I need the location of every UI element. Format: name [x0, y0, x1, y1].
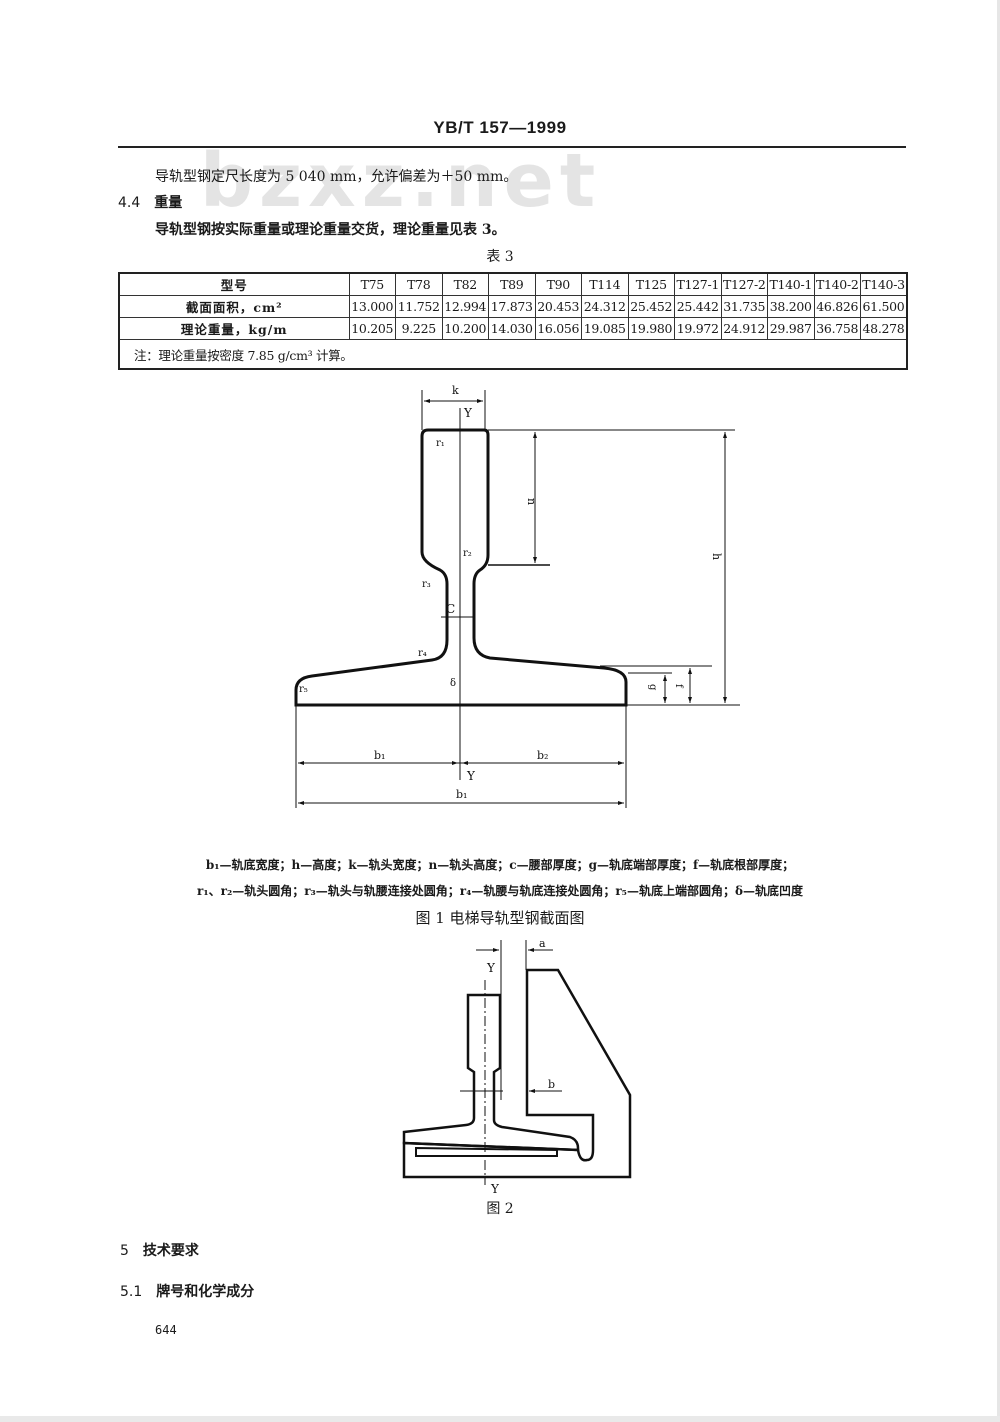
label-k: k — [452, 384, 459, 397]
label-n: n — [525, 498, 538, 505]
value-cell: 19.980 — [627, 317, 675, 340]
label-r1: r₁ — [436, 438, 445, 449]
value-cell: 29.987 — [767, 317, 815, 340]
weight-table: 型号 T75 T78 T82 T89 T90 T114 T125 T127-1 … — [118, 272, 908, 370]
label-c: C — [446, 602, 455, 616]
label-y-top: Y — [463, 406, 473, 420]
row-label: 理论重量，kg/m — [118, 317, 350, 340]
value-cell: 48.278 — [860, 317, 908, 340]
section-title: 技术要求 — [142, 1243, 199, 1259]
label-b1-total: b₁ — [456, 788, 467, 801]
value-cell: 16.056 — [534, 317, 582, 340]
value-cell: 38.200 — [767, 295, 815, 318]
section-number: 5.1 — [120, 1284, 143, 1300]
value-cell: 9.225 — [395, 317, 443, 340]
label-b2: b₂ — [537, 749, 548, 762]
label-b1-left: b₁ — [374, 749, 385, 762]
figure1-legend-line1: b₁—轨底宽度；h—高度；k—轨头宽度；n—轨头高度；c—腰部厚度；g—轨底端部… — [205, 858, 795, 872]
table-caption: 表 3 — [486, 249, 514, 265]
section-5-heading: 5 技术要求 — [120, 1240, 199, 1260]
row-label: 截面面积，cm² — [118, 295, 350, 318]
section-title: 重量 — [154, 195, 183, 211]
value-cell: 25.452 — [627, 295, 675, 318]
fig2-label-a: a — [539, 937, 546, 950]
model-cell: T127-2 — [720, 272, 768, 296]
fig2-label-y-bottom: Y — [490, 1182, 500, 1196]
label-y-bottom: Y — [466, 769, 476, 783]
label-r5: r₅ — [299, 684, 308, 695]
page-edge — [997, 0, 1000, 1422]
value-cell: 36.758 — [813, 317, 861, 340]
label-r3: r₃ — [422, 579, 431, 590]
section-number: 5 — [120, 1243, 129, 1259]
model-cell: T114 — [581, 272, 629, 296]
value-cell: 14.030 — [488, 317, 536, 340]
figure2-caption: 图 2 — [486, 1201, 514, 1217]
section-number: 4.4 — [118, 195, 141, 211]
watermark: bzxz.net — [200, 138, 602, 224]
label-f: f — [673, 684, 684, 689]
figure1-cross-section-diagram: k Y r₁ r₂ r₃ C r₄ r₅ δ n h g f b₁ b₂ Y b… — [294, 384, 740, 808]
model-cell: T140-3 — [860, 272, 908, 296]
length-paragraph: 导轨型钢定尺长度为 5 040 mm，允许偏差为＋50 mm。 — [155, 169, 518, 185]
table-note: 注：理论重量按密度 7.85 g/cm³ 计算。 — [118, 339, 908, 370]
table-header-row: 型号 T75 T78 T82 T89 T90 T114 T125 T127-1 … — [118, 272, 908, 296]
standard-code-header: YB/T 157—1999 — [433, 118, 567, 137]
model-cell: T89 — [488, 272, 536, 296]
value-cell: 25.442 — [674, 295, 722, 318]
fig2-label-b: b — [548, 1078, 555, 1091]
figure2-fixture-diagram: Y a b Y — [402, 937, 632, 1196]
section-4-4-heading: 4.4 重量 — [118, 192, 182, 212]
label-g: g — [647, 684, 658, 691]
label-h: h — [710, 553, 723, 560]
value-cell: 10.205 — [348, 317, 396, 340]
label-delta: δ — [450, 678, 456, 689]
value-cell: 19.085 — [581, 317, 629, 340]
table-note-row: 注：理论重量按密度 7.85 g/cm³ 计算。 — [118, 339, 908, 370]
label-r2: r₂ — [463, 548, 472, 559]
value-cell: 17.873 — [488, 295, 536, 318]
page-edge — [0, 1416, 1000, 1422]
value-cell: 10.200 — [441, 317, 489, 340]
figure1-caption: 图 1 电梯导轨型钢截面图 — [415, 909, 585, 927]
figure1-legend-line2: r₁、r₂—轨头圆角；r₃—轨头与轨腰连接处圆角；r₄—轨腰与轨底连接处圆角；r… — [197, 884, 803, 898]
model-cell: T140-1 — [767, 272, 815, 296]
table-row: 理论重量，kg/m 10.205 9.225 10.200 14.030 16.… — [118, 317, 908, 340]
fig2-label-y-top: Y — [486, 961, 496, 975]
model-cell: T127-1 — [674, 272, 722, 296]
value-cell: 19.972 — [674, 317, 722, 340]
section-5-1-heading: 5.1 牌号和化学成分 — [120, 1281, 254, 1301]
model-cell: T125 — [627, 272, 675, 296]
weight-paragraph: 导轨型钢按实际重量或理论重量交货，理论重量见表 3。 — [155, 222, 506, 238]
header-rule — [118, 146, 906, 148]
value-cell: 20.453 — [534, 295, 582, 318]
label-r4: r₄ — [418, 648, 427, 659]
value-cell: 24.912 — [720, 317, 768, 340]
section-title: 牌号和化学成分 — [156, 1284, 255, 1300]
page-number: 644 — [155, 1323, 177, 1337]
